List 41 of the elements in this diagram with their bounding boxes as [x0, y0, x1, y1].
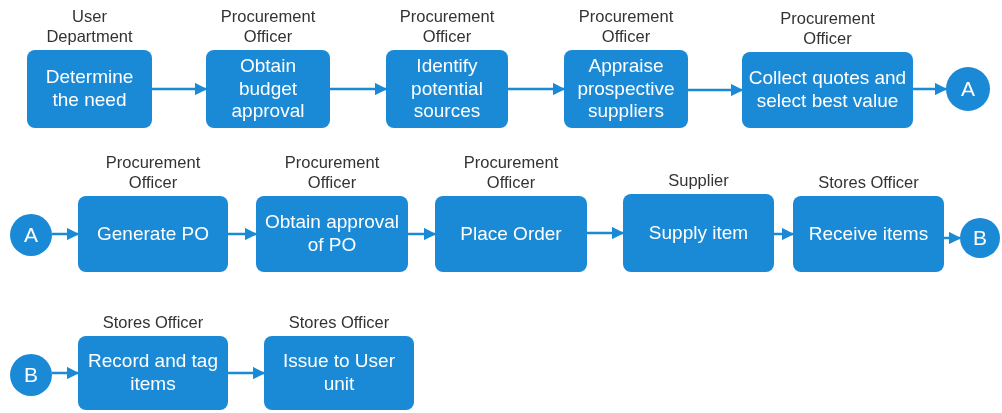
arrow [587, 226, 625, 240]
role-label: Procurement Officer [283, 153, 381, 193]
step-text: Determine the need [44, 66, 135, 112]
step-text: Generate PO [97, 222, 209, 246]
connector-circle: A [10, 214, 52, 256]
arrow [944, 231, 962, 245]
connector-circle: A [946, 67, 990, 111]
step-text: Receive items [808, 222, 929, 246]
role-label: User Department [45, 7, 134, 47]
step-text: Supply item [648, 221, 749, 245]
step-text: Collect quotes and select best value [748, 67, 907, 113]
role-label: Stores Officer [287, 313, 391, 333]
role-label: Procurement Officer [779, 9, 876, 49]
step-text: Obtain approval of PO [263, 211, 401, 257]
connector-circle: B [10, 354, 52, 396]
arrow [152, 82, 208, 96]
role-label: Procurement Officer [104, 153, 202, 193]
arrow [508, 82, 566, 96]
connector-circle: B [960, 218, 1000, 258]
arrow [52, 366, 80, 380]
step-text: Appraise prospective suppliers [576, 54, 676, 124]
arrow [688, 83, 744, 97]
step-text: Obtain budget approval [230, 54, 306, 124]
role-label: Procurement Officer [219, 7, 317, 47]
arrow [228, 227, 258, 241]
step-text: Place Order [460, 222, 562, 246]
role-label: Procurement Officer [577, 7, 675, 47]
arrow [52, 227, 80, 241]
role-label: Stores Officer [817, 173, 920, 193]
role-label: Procurement Officer [462, 153, 560, 193]
role-label: Stores Officer [101, 313, 205, 333]
step-text: Record and tag items [87, 350, 219, 396]
arrow [330, 82, 388, 96]
role-label: Supplier [667, 171, 730, 191]
step-text: Identify potential sources [410, 54, 484, 124]
arrow [913, 82, 948, 96]
step-text: Issue to User unit [282, 350, 396, 396]
role-label: Procurement Officer [398, 7, 496, 47]
arrow [408, 227, 437, 241]
arrow [228, 366, 266, 380]
arrow [774, 227, 795, 241]
